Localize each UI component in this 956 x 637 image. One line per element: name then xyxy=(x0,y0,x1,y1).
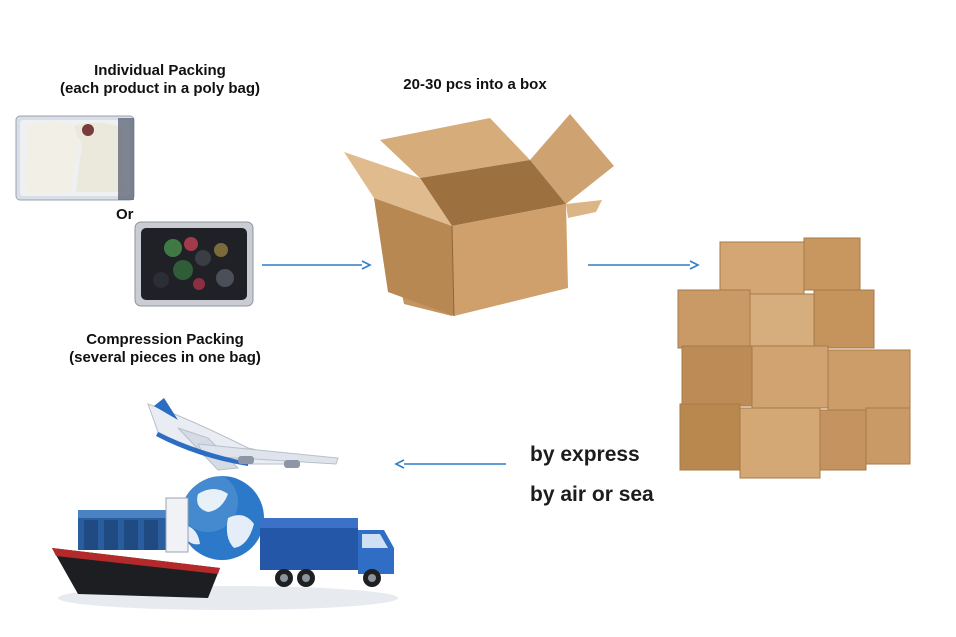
airplane-icon xyxy=(147,398,339,471)
stacked-boxes-image xyxy=(677,237,911,479)
globe-icon xyxy=(178,472,264,560)
shipping-air-sea-label: by air or sea xyxy=(530,483,654,506)
poly-bag-image xyxy=(15,115,135,201)
compression-bag-image xyxy=(134,221,254,307)
individual-packing-title: Individual Packing xyxy=(94,62,226,79)
or-label: Or xyxy=(116,206,134,223)
truck-icon xyxy=(260,518,394,587)
shipping-express-label: by express xyxy=(530,443,640,466)
compression-packing-label: Compression Packing (several pieces in o… xyxy=(20,331,310,367)
compression-packing-title: Compression Packing xyxy=(86,331,244,348)
individual-packing-subtitle: (each product in a poly bag) xyxy=(59,80,261,97)
box-label: 20-30 pcs into a box xyxy=(403,76,547,93)
compression-packing-subtitle: (several pieces in one bag) xyxy=(69,349,261,366)
arrow-left-icon xyxy=(394,459,506,469)
open-cardboard-box-image xyxy=(344,114,614,317)
arrow-right-icon xyxy=(588,260,700,270)
cargo-ship-icon xyxy=(52,497,220,598)
transport-illustration xyxy=(52,398,398,610)
arrow-right-icon xyxy=(262,260,372,270)
individual-packing-label: Individual Packing (each product in a po… xyxy=(20,62,300,98)
